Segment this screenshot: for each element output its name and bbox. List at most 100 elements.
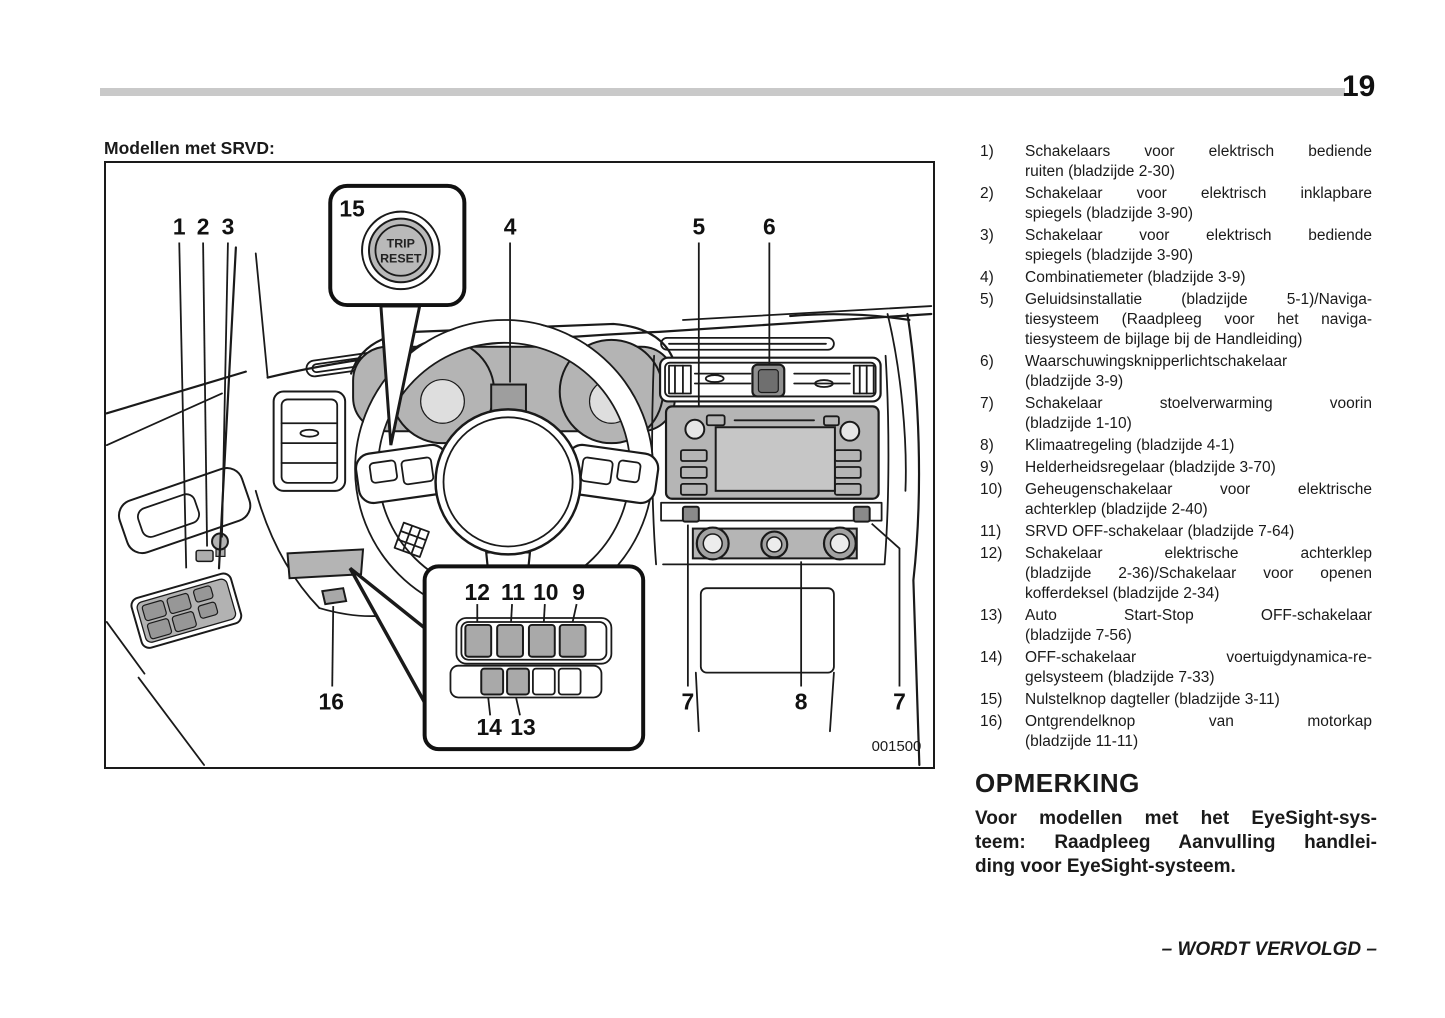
callout-label-2: 2 [197, 214, 210, 240]
defroster-slot [660, 336, 835, 351]
header-rule [100, 88, 1345, 96]
figure-code: 001500 [872, 739, 922, 755]
legend-item-number: 15) [980, 691, 1003, 708]
callout-label-3: 3 [222, 214, 235, 240]
legend-item: 9) Helderheidsregelaar (bladzijde 3-70) [975, 458, 1378, 478]
trip-reset-label-line1: TRIP [387, 236, 415, 250]
callout-label-12: 12 [465, 579, 490, 605]
audio-knob-right [839, 420, 861, 442]
hood-release-lever [321, 587, 348, 606]
callout-label-11: 11 [501, 579, 525, 605]
legend-item-number: 10) [980, 481, 1003, 498]
legend-item-number: 9) [980, 459, 994, 476]
callout-switch-inset: 12 11 10 9 14 13 [348, 564, 646, 752]
legend-item-number: 11) [980, 523, 1002, 540]
legend-item: 6) Waarschuwingsknipperlichtschakelaar(b… [975, 352, 1378, 392]
legend-item: 12) Schakelaar elektrische achterklep(bl… [975, 544, 1378, 604]
window-switch-panel [130, 572, 243, 649]
legend-item-text: Nulstelknop dagteller (bladzijde 3-11) [1025, 691, 1280, 708]
callout-label-16: 16 [319, 688, 344, 714]
legend-item-number: 5) [980, 291, 994, 308]
legend-item: 11) SRVD OFF-schakelaar (bladzijde 7-64) [975, 522, 1378, 542]
legend-item: 16) Ontgrendelknop van motorkap(bladzijd… [975, 712, 1378, 752]
callout-15: 15 TRIP RESET [328, 183, 467, 446]
callout-label-8: 8 [795, 688, 808, 714]
legend-item: 7) Schakelaar stoelverwarming voorin(bla… [975, 394, 1378, 434]
legend-item-text: Geluidsinstallatie (bladzijde 5-1)/Navig… [1025, 291, 1372, 348]
legend-item-text: SRVD OFF-schakelaar (bladzijde 7-64) [1025, 523, 1295, 540]
callout-label-7-left: 7 [682, 688, 695, 714]
switch-14 [480, 667, 505, 696]
legend-item-text: Klimaatregeling (bladzijde 4-1) [1025, 437, 1235, 454]
wheel-hub [434, 408, 582, 556]
callout-label-7-right: 7 [893, 688, 906, 714]
wheel-spoke-left [354, 443, 451, 505]
switch-10 [527, 623, 556, 658]
legend-item-text: Helderheidsregelaar (bladzijde 3-70) [1025, 459, 1276, 476]
legend-item-text: Schakelaar stoelverwarming voorin(bladzi… [1025, 395, 1372, 432]
legend-item-text: Schakelaar elektrische achterklep(bladzi… [1025, 545, 1372, 602]
legend-item-text: Waarschuwingsknipperlichtschakelaar(blad… [1025, 353, 1288, 390]
legend-item: 4) Combinatiemeter (bladzijde 3-9) [975, 268, 1378, 288]
trip-reset-label-line2: RESET [380, 251, 422, 265]
dashboard-diagram: 15 TRIP RESET 1 2 3 4 5 6 16 7 8 7 12 11 [106, 183, 933, 767]
callout-label-14: 14 [476, 714, 502, 740]
leader-lines [178, 242, 901, 687]
wheel-spoke-right [563, 443, 660, 505]
switch-12 [464, 623, 493, 658]
legend-item: 2) Schakelaar voor elektrisch inklapbare… [975, 184, 1378, 224]
callout-label-9: 9 [572, 579, 585, 605]
dash-structure [217, 246, 933, 767]
continuation-note: – WORDT VERVOLGD – [1161, 939, 1377, 960]
switch-blank-2 [557, 667, 582, 696]
callout-label-13: 13 [510, 714, 535, 740]
callout-label-1: 1 [173, 214, 186, 240]
console-bin [699, 587, 835, 674]
note-heading: OPMERKING [975, 768, 1140, 798]
note-body: Voor modellen met het EyeSight-sys-teem:… [975, 808, 1377, 877]
legend-item: 13) Auto Start-Stop OFF-schakelaar(bladz… [975, 606, 1378, 646]
callout-label-10: 10 [533, 579, 558, 605]
figure-frame: 15 TRIP RESET 1 2 3 4 5 6 16 7 8 7 12 11 [104, 161, 935, 769]
legend-item: 8) Klimaatregeling (bladzijde 4-1) [975, 436, 1378, 456]
switch-13 [506, 667, 530, 696]
legend-item-number: 13) [980, 607, 1003, 624]
spoke-grip-detail [393, 521, 430, 558]
callout-label-15: 15 [339, 196, 365, 222]
legend-item-number: 14) [980, 649, 1003, 666]
legend-item-number: 2) [980, 185, 994, 202]
audio-knob-left [684, 418, 706, 440]
legend-item-number: 6) [980, 353, 994, 370]
legend-item-number: 12) [980, 545, 1003, 562]
legend-item-number: 3) [980, 227, 994, 244]
legend-item-number: 1) [980, 143, 994, 160]
legend-item-number: 8) [980, 437, 994, 454]
switch-9 [558, 623, 587, 658]
callout-label-6: 6 [763, 214, 776, 240]
legend-item-text: Auto Start-Stop OFF-schakelaar(bladzijde… [1025, 607, 1372, 644]
legend-item-text: Ontgrendelknop van motorkap(bladzijde 11… [1025, 713, 1372, 750]
mirror-fold-switch [195, 549, 214, 563]
legend-item-number: 7) [980, 395, 994, 412]
legend-item: 5) Geluidsinstallatie (bladzijde 5-1)/Na… [975, 290, 1378, 350]
seat-heater-switch-right [852, 505, 871, 523]
audio-screen [714, 426, 836, 492]
legend-item-text: OFF-schakelaar voertuigdynamica-re-gelsy… [1025, 649, 1372, 686]
legend-item-number: 16) [980, 713, 1003, 730]
legend-item-number: 4) [980, 269, 994, 286]
figure-caption: Modellen met SRVD: [104, 138, 275, 158]
callout-label-4: 4 [504, 214, 517, 240]
callout-label-5: 5 [692, 214, 705, 240]
switch-11 [496, 623, 524, 658]
center-stack [651, 354, 890, 733]
legend-item-text: Combinatiemeter (bladzijde 3-9) [1025, 269, 1246, 286]
